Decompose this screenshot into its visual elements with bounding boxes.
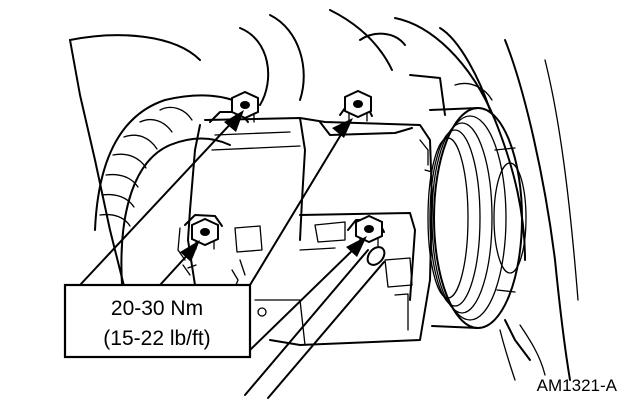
clutch-pulley xyxy=(427,107,546,381)
engine-background xyxy=(69,9,579,381)
bolt-top-right xyxy=(344,89,372,122)
figure-code: AM1321-A xyxy=(537,376,618,395)
arrowhead-lower-left xyxy=(180,240,200,262)
bolt-top-left xyxy=(231,90,259,123)
front-pipe xyxy=(244,246,386,399)
torque-callout: 20-30 Nm (15-22 lb/ft) xyxy=(63,283,252,359)
arrowhead-top-right xyxy=(332,118,353,138)
arrowheads xyxy=(180,110,367,262)
arrowhead-lower-right xyxy=(346,236,367,257)
torque-nm-label: 20-30 Nm xyxy=(111,297,203,320)
arrowhead-top-left xyxy=(224,110,244,132)
torque-lbft-label: (15-22 lb/ft) xyxy=(103,327,210,350)
refrigerant-hose xyxy=(94,94,246,286)
bolt-lower-left xyxy=(191,217,219,250)
